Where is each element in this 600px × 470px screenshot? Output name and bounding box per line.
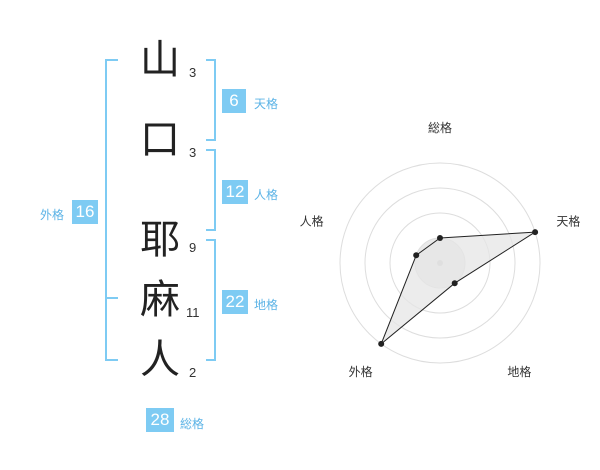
- tenkaku-label: 天格: [254, 97, 279, 111]
- radar-ring-2: [389, 212, 491, 314]
- soukaku-score: 28: [146, 408, 174, 432]
- chikaku-label: 地格: [254, 298, 279, 312]
- chikaku-score: 22: [222, 290, 248, 314]
- gaikaku-score: 16: [72, 200, 98, 224]
- radar-point-5: [413, 252, 420, 259]
- radar-axis-label-2: 天格: [556, 213, 580, 228]
- radar-axis-label-5: 人格: [300, 213, 324, 228]
- radar-data-polygon: [380, 231, 536, 345]
- name-char-1: 山: [140, 37, 180, 83]
- gaikaku-bracket: [105, 59, 118, 361]
- soukaku-label: 総格: [180, 417, 205, 431]
- stroke-count-1: 3: [189, 65, 197, 80]
- chikaku-bracket: [206, 239, 216, 361]
- jinkaku-bracket: [206, 149, 216, 231]
- radar-ring-3: [364, 187, 516, 339]
- radar-points: [378, 229, 539, 347]
- name-char-4: 麻: [140, 277, 180, 323]
- jinkaku-score: 12: [222, 180, 248, 204]
- tenkaku-score: 6: [222, 89, 246, 113]
- name-char-3: 耶: [140, 217, 180, 263]
- stroke-count-2: 3: [189, 145, 197, 160]
- radar-point-1: [437, 235, 443, 241]
- stroke-count-3: 9: [189, 240, 197, 255]
- radar-axis-label-4: 外格: [349, 364, 373, 379]
- gaikaku-label: 外格: [40, 208, 65, 222]
- stroke-count-5: 2: [189, 365, 197, 380]
- jinkaku-label: 人格: [254, 188, 279, 202]
- radar-point-3: [451, 280, 458, 287]
- radar-axis-label-1: 総格: [428, 120, 452, 135]
- stroke-count-4: 11: [186, 305, 200, 320]
- radar-ring-4: [339, 162, 541, 364]
- radar-point-2: [532, 229, 539, 236]
- tenkaku-bracket: [206, 59, 216, 141]
- radar-axis-label-3: 地格: [507, 364, 531, 379]
- radar-point-4: [378, 340, 385, 347]
- name-char-2: 口: [140, 117, 180, 163]
- name-char-5: 人: [140, 337, 180, 383]
